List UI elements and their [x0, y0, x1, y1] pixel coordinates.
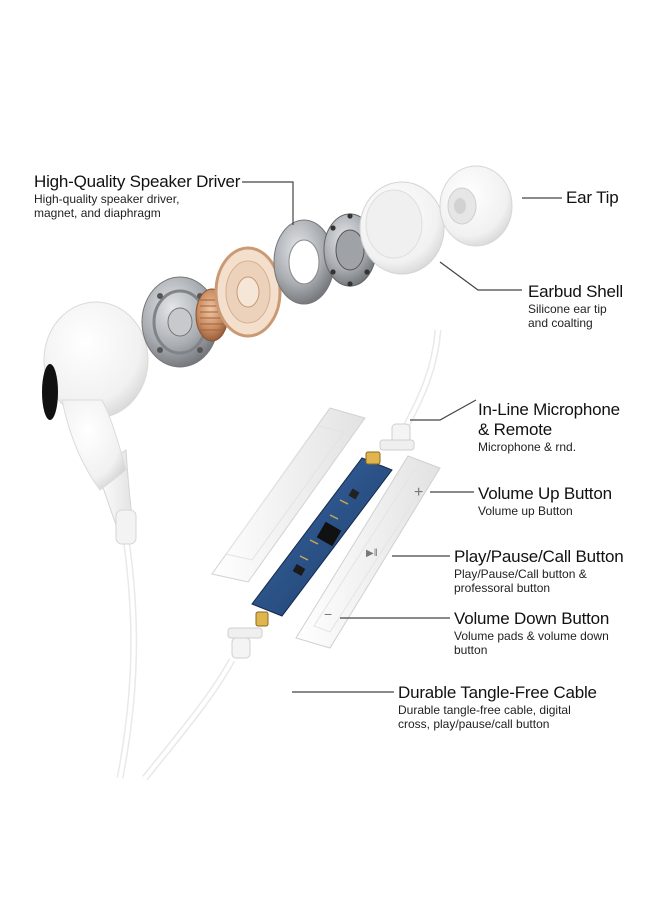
callout-ear-tip: Ear Tip — [566, 188, 619, 208]
callout-microphone-title-1: In-Line Microphone — [478, 400, 620, 419]
callout-play-pause-title: Play/Pause/Call Button — [454, 547, 624, 566]
callout-volume-down-desc-2: button — [454, 643, 488, 657]
callout-play-pause-desc-1: Play/Pause/Call button & — [454, 567, 587, 581]
callout-cable-desc-1: Durable tangle-free cable, digital — [398, 703, 571, 717]
cable — [116, 329, 442, 781]
ear-tip — [439, 165, 513, 247]
callout-shell-desc-2: and coalting — [528, 316, 593, 330]
volume-down-mark: − — [324, 606, 333, 622]
callout-volume-down-title: Volume Down Button — [454, 609, 610, 628]
callout-shell-desc-1: Silicone ear tip — [528, 302, 607, 316]
earbud-shell — [359, 181, 445, 275]
callout-cable-title: Durable Tangle-Free Cable — [398, 683, 597, 702]
callout-volume-down: Volume Down Button Volume pads & volume … — [454, 609, 609, 657]
remote-pcb — [251, 451, 393, 627]
remote-case-front — [295, 455, 441, 649]
play-pause-mark: ▶‖ — [366, 548, 378, 559]
callout-shell: Earbud Shell Silicone ear tip and coalti… — [528, 282, 623, 330]
remote-cable-joints — [227, 423, 415, 659]
callout-driver-desc-1: High-quality speaker driver, — [34, 192, 180, 206]
callout-volume-up-desc-1: Volume up Button — [478, 504, 573, 518]
leader-lines — [242, 181, 562, 693]
diaphragm — [214, 246, 282, 338]
callout-driver-title: High-Quality Speaker Driver — [34, 172, 241, 191]
washer-ring — [273, 219, 335, 305]
callout-play-pause-desc-2: professoral button — [454, 581, 551, 595]
callout-microphone: In-Line Microphone & Remote Microphone &… — [478, 400, 620, 454]
callout-shell-title: Earbud Shell — [528, 282, 623, 301]
callout-microphone-desc-1: Microphone & rnd. — [478, 440, 577, 454]
remote-case-back — [211, 407, 366, 583]
volume-up-mark: + — [414, 484, 424, 501]
callout-cable: Durable Tangle-Free Cable Durable tangle… — [398, 683, 597, 731]
callout-volume-down-desc-1: Volume pads & volume down — [454, 629, 609, 643]
callout-cable-desc-2: cross, play/pause/call button — [398, 717, 550, 731]
callout-play-pause: Play/Pause/Call Button Play/Pause/Call b… — [454, 547, 624, 595]
callout-volume-up-title: Volume Up Button — [478, 484, 612, 503]
callout-microphone-title-2: & Remote — [478, 420, 552, 439]
callout-volume-up: Volume Up Button Volume up Button — [478, 484, 612, 518]
callout-ear-tip-title: Ear Tip — [566, 188, 619, 207]
callout-driver: High-Quality Speaker Driver High-quality… — [34, 172, 240, 220]
callout-driver-desc-2: magnet, and diaphragm — [34, 206, 161, 220]
earbud-assembled — [42, 301, 149, 545]
